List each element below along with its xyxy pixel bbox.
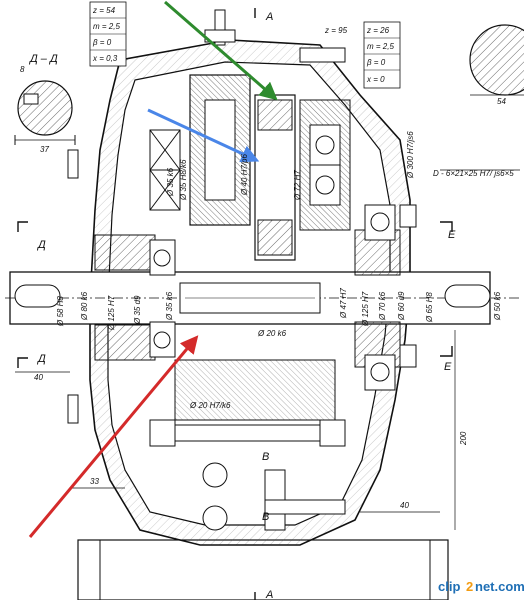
dim-d35k6: Ø 35 k6: [166, 167, 175, 197]
section-a-detail: [469, 24, 524, 96]
dim-d60: Ø 60 d9: [397, 291, 406, 321]
gear-table-left: z = 54 m = 2,5 β = 0 x = 0,3: [89, 1, 127, 67]
bearing-left: [94, 234, 176, 361]
watermark-logo: clip 2 net.com: [438, 579, 524, 594]
svg-text:clip: clip: [438, 579, 460, 594]
dim-200: 200: [459, 431, 468, 446]
dim-d125: Ø 125 H7: [107, 295, 116, 331]
dim-d70: Ø 70 k6: [378, 291, 387, 321]
gear-table-right: z = 26 m = 2,5 β = 0 x = 0: [363, 21, 401, 89]
dim-d50: Ø 50 k6: [493, 291, 502, 321]
dim-d72: Ø 72 H7: [293, 170, 302, 201]
dim-d65: Ø 65 H8: [425, 292, 434, 323]
section-v-top: В: [262, 451, 269, 463]
dim-d80: Ø 80 k6: [80, 291, 89, 321]
section-e-top: Е: [448, 229, 456, 241]
dim-37: 37: [40, 145, 49, 154]
dim-54: 54: [497, 97, 506, 106]
dim-8: 8: [20, 65, 25, 74]
red-annotation-arrow: [28, 335, 199, 538]
dim-40b: 40: [400, 501, 409, 510]
table-right-x: x = 0: [366, 75, 385, 84]
table-left-z: z = 54: [92, 6, 116, 15]
svg-text:2: 2: [466, 579, 473, 594]
table-left-x: x = 0,3: [92, 54, 118, 63]
table-right-m: m = 2,5: [367, 42, 394, 51]
dim-d300: Ø 300 H7/js6: [406, 131, 415, 179]
section-e-bottom: Е: [444, 361, 452, 373]
blue-annotation-arrow: [147, 108, 260, 163]
lower-bolt: [169, 424, 331, 442]
dim-33: 33: [90, 477, 99, 486]
table-right-b: β = 0: [366, 58, 386, 67]
table-left-m: m = 2,5: [93, 22, 120, 31]
dim-d20h7: Ø 20 H7/k6: [189, 401, 231, 410]
section-a-top: А: [265, 11, 273, 23]
section-d-bottom: Д: [36, 353, 46, 365]
svg-text:net.com: net.com: [475, 579, 524, 594]
dim-d20k6: Ø 20 k6: [257, 329, 287, 338]
section-dd-title: Д – Д: [28, 53, 58, 65]
dim-d35h6: Ø 35 H8/k6: [179, 159, 188, 201]
bearing-right: [354, 204, 401, 391]
section-d-top: Д: [36, 239, 46, 251]
dim-spline: D - 6×21×25 H7/ js6×5: [433, 169, 514, 178]
dim-d58: Ø 58 H8: [56, 296, 65, 327]
table-left-b: β = 0: [92, 38, 112, 47]
bearing-upper-right: [309, 124, 341, 206]
dim-d35d9: Ø 35 d9: [133, 295, 142, 325]
green-annotation-arrow: [164, 0, 278, 101]
table-right-z: z = 26: [366, 26, 390, 35]
dim-d40p6: Ø 40 H7/p6: [240, 154, 249, 196]
dim-d125b: Ø 125 H7: [361, 291, 370, 327]
section-a-bottom: А: [265, 589, 273, 600]
base-plate: [77, 539, 449, 600]
dim-d47: Ø 47 H7: [339, 288, 348, 319]
bearing-upper-left: [149, 129, 181, 211]
gear-z95-label: z = 95: [324, 26, 348, 35]
section-v-bottom: В: [262, 511, 269, 523]
section-dd-detail: [14, 80, 76, 145]
dim-d35k6b: Ø 35 k6: [165, 291, 174, 321]
dim-40: 40: [34, 373, 43, 382]
